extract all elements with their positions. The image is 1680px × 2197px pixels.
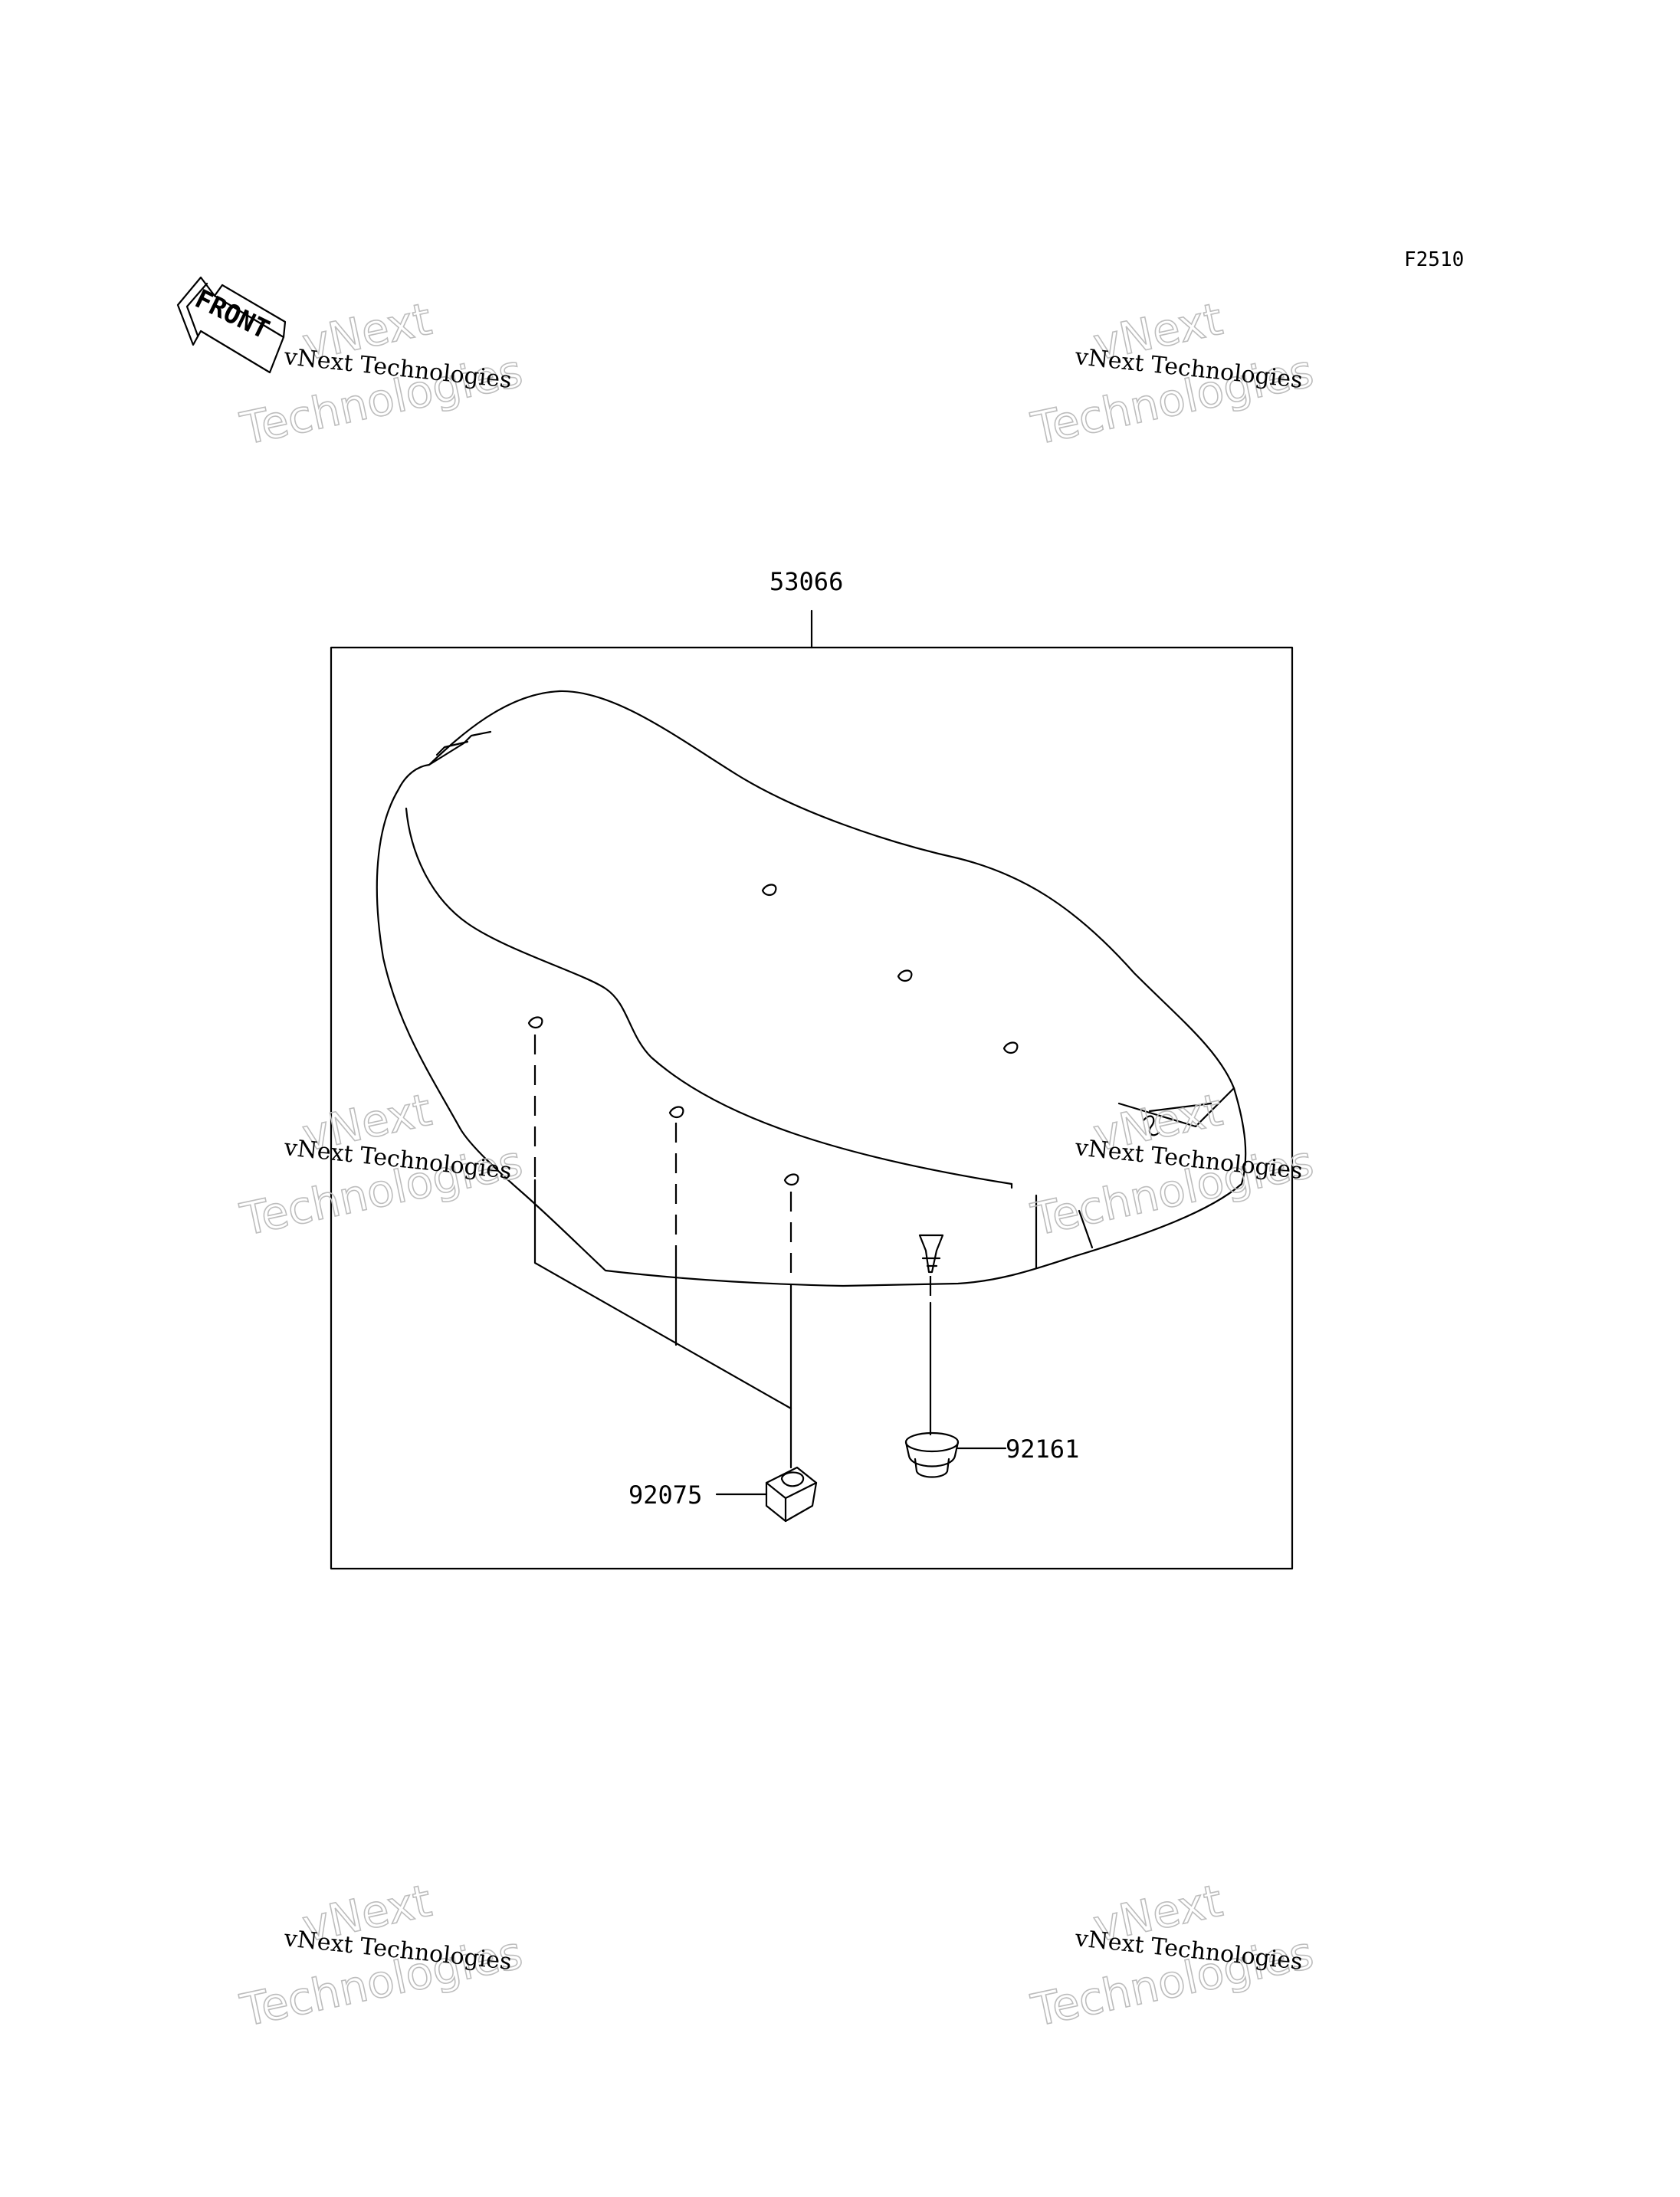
part-number-92075: 92075 xyxy=(628,1481,702,1510)
watermark-mid-left: vNext Technologies vNext Technologies xyxy=(235,1083,527,1247)
front-label: FRONT xyxy=(190,284,274,346)
bracket-leader-a xyxy=(533,1179,792,1410)
diagram-code: F2510 xyxy=(1404,248,1464,271)
watermark-top-right: vNext Technologies vNext Technologies xyxy=(1026,292,1318,456)
part-number-92161: 92161 xyxy=(1006,1435,1079,1464)
grommet-92161-icon xyxy=(904,1431,960,1478)
bracket-92075-icon xyxy=(765,1466,818,1523)
watermark-mid-right: vNext Technologies vNext Technologies xyxy=(1026,1083,1318,1247)
part-number-53066: 53066 xyxy=(769,567,843,596)
watermark-bottom-right: vNext Technologies vNext Technologies xyxy=(1026,1874,1318,2038)
front-arrow-icon: FRONT xyxy=(176,276,287,374)
watermark-top-left: vNext Technologies vNext Technologies xyxy=(235,292,527,456)
seat-fastener-icon xyxy=(918,1234,944,1274)
seat-illustration xyxy=(376,690,1247,1287)
watermark-bottom-left: vNext Technologies vNext Technologies xyxy=(235,1874,527,2038)
